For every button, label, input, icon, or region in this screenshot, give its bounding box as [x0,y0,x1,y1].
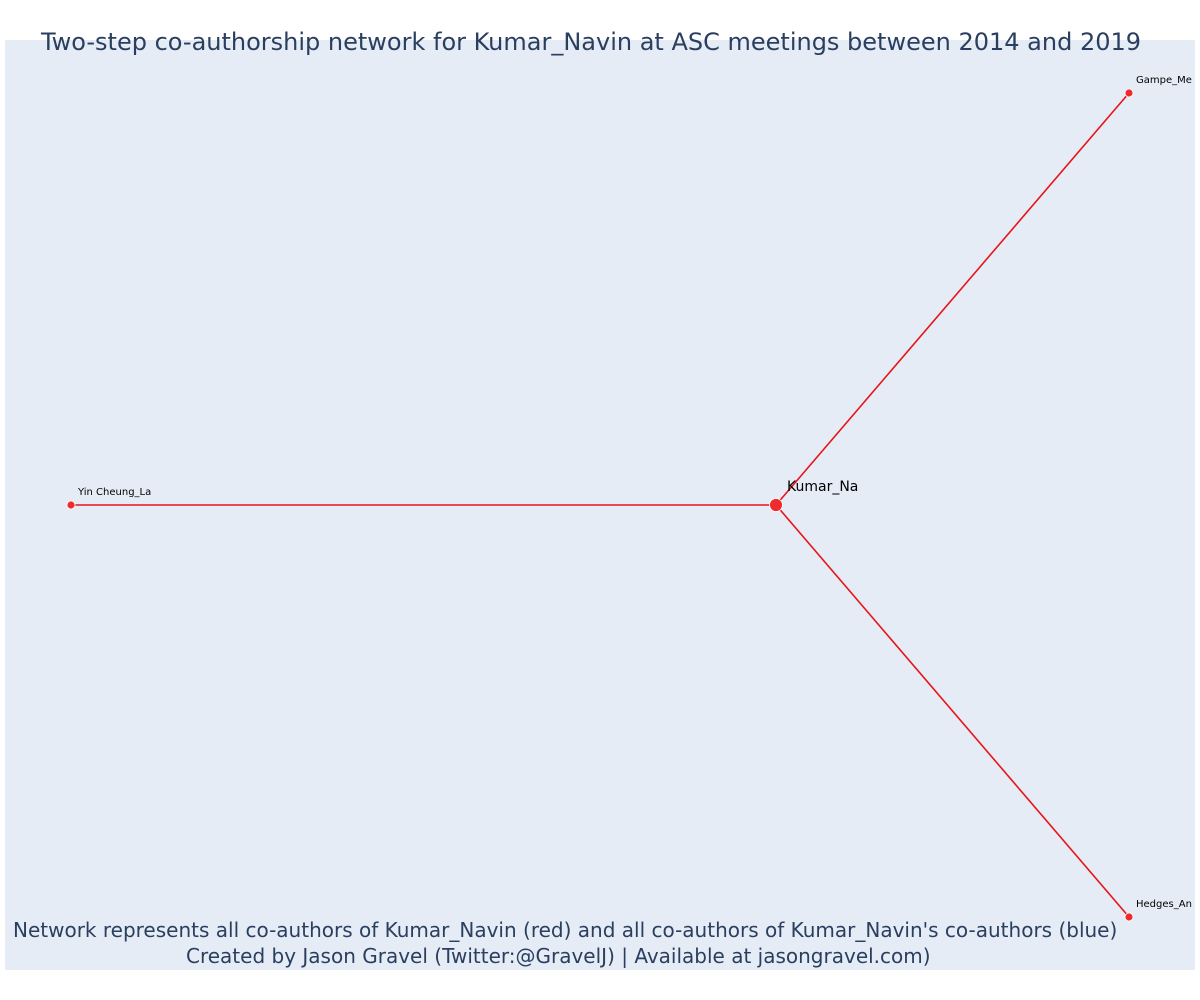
node-label-yin: Yin Cheung_La [77,487,151,498]
edge-gampe [775,92,1130,506]
edges-layer [71,92,1130,918]
node-yin[interactable] [66,500,76,510]
node-center[interactable] [769,498,783,512]
caption-line-2: Created by Jason Gravel (Twitter:@Gravel… [186,944,931,968]
node-gampe[interactable] [1124,88,1134,98]
nodes-layer [66,88,1134,922]
caption-line-1: Network represents all co-authors of Kum… [13,918,1118,942]
chart-title: Two-step co-authorship network for Kumar… [40,28,1142,56]
node-label-hedges: Hedges_An [1136,899,1192,910]
node-label-center: Kumar_Na [787,479,858,495]
edge-hedges [775,504,1130,918]
node-label-gampe: Gampe_Me [1136,75,1192,86]
node-hedges[interactable] [1124,912,1134,922]
